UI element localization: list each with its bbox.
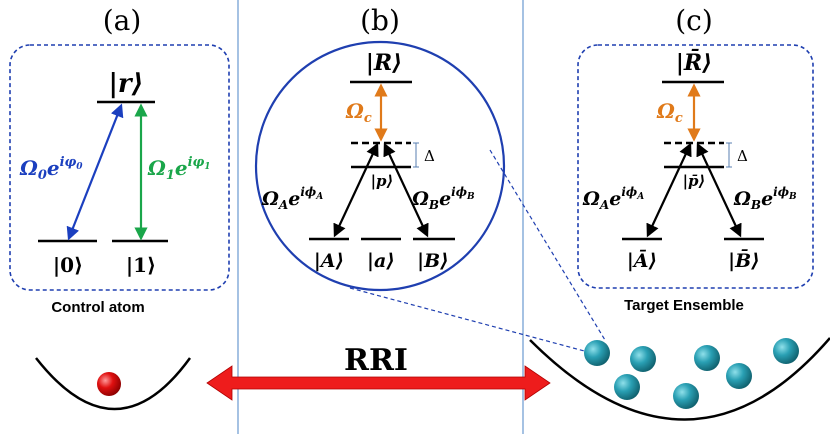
panel-a-frame xyxy=(9,44,230,291)
coupling-Bbar-arrow xyxy=(696,142,742,238)
target-atom xyxy=(694,345,720,371)
coupling-blue-label: Ω0eiφ0 xyxy=(19,155,83,183)
target-ensemble-atoms xyxy=(584,338,799,409)
level-r-label: |r⟩ xyxy=(108,69,143,99)
target-atom xyxy=(630,346,656,372)
level-Abar-label: |Ā⟩ xyxy=(627,250,657,272)
rri-label: RRI xyxy=(344,343,408,378)
target-atom xyxy=(584,340,610,366)
detuning-label: Δ xyxy=(424,147,435,165)
panel-b-circle xyxy=(254,40,506,292)
target-atom xyxy=(773,338,799,364)
panel-c: (c) |R̄⟩ Ωc |p̄⟩ Δ ΩAeiϕA ΩBeiϕB |Ā⟩ |B̄… xyxy=(529,4,830,421)
level-pbar-label: |p̄⟩ xyxy=(683,172,706,190)
level-0-label: |0⟩ xyxy=(53,253,83,277)
coupling-Bbar-label: ΩBeiϕB xyxy=(733,185,797,212)
level-Rbar-label: |R̄⟩ xyxy=(676,48,712,76)
level-B-label: |B⟩ xyxy=(417,250,449,272)
panel-b: (b) |R⟩ Ωc |p⟩ Δ ΩAeiϕA ΩBeiϕB |A⟩ |a⟩ |… xyxy=(254,4,506,292)
zoom-line-upper xyxy=(489,149,606,341)
level-A-label: |A⟩ xyxy=(314,250,344,272)
coupling-B-arrow xyxy=(383,142,429,238)
coupling-B-label: ΩBeiϕB xyxy=(411,185,475,212)
coupling-c-label: Ωc xyxy=(345,99,372,126)
coupling-blue-arrow xyxy=(66,103,124,241)
target-atom xyxy=(673,383,699,409)
rri-interaction: RRI xyxy=(206,343,551,401)
level-Bbar-label: |B̄⟩ xyxy=(728,250,760,272)
target-trap-potential xyxy=(529,337,830,421)
zoom-line-lower xyxy=(349,287,589,353)
coupling-A-label: ΩAeiϕA xyxy=(261,185,323,212)
detuning-label-c: Δ xyxy=(737,147,748,165)
target-atom xyxy=(726,363,752,389)
rri-double-arrow xyxy=(206,365,551,401)
panel-a-tag: (a) xyxy=(103,4,142,37)
control-atom xyxy=(97,372,121,396)
level-p-label: |p⟩ xyxy=(371,172,394,190)
target-atom xyxy=(614,374,640,400)
coupling-c-label-c: Ωc xyxy=(656,99,683,126)
coupling-Abar-arrow xyxy=(646,142,692,238)
coupling-green-label: Ω1eiφ1 xyxy=(147,155,211,183)
level-1-label: |1⟩ xyxy=(126,253,156,277)
panel-c-tag: (c) xyxy=(675,4,713,37)
detuning-bracket-c xyxy=(726,142,732,168)
control-trap-potential xyxy=(35,357,192,411)
coupling-A-arrow xyxy=(333,142,379,238)
panel-a-caption: Control atom xyxy=(51,299,144,316)
panel-a: (a) |r⟩ |0⟩ |1⟩ Ω0eiφ0 Ω1eiφ1 Control at… xyxy=(9,4,230,411)
level-a-label: |a⟩ xyxy=(367,250,395,272)
coupling-Abar-label: ΩAeiϕA xyxy=(582,185,644,212)
panel-b-tag: (b) xyxy=(360,4,400,37)
level-R-label: |R⟩ xyxy=(366,50,402,76)
detuning-bracket xyxy=(413,142,419,168)
panel-c-caption: Target Ensemble xyxy=(624,297,744,314)
